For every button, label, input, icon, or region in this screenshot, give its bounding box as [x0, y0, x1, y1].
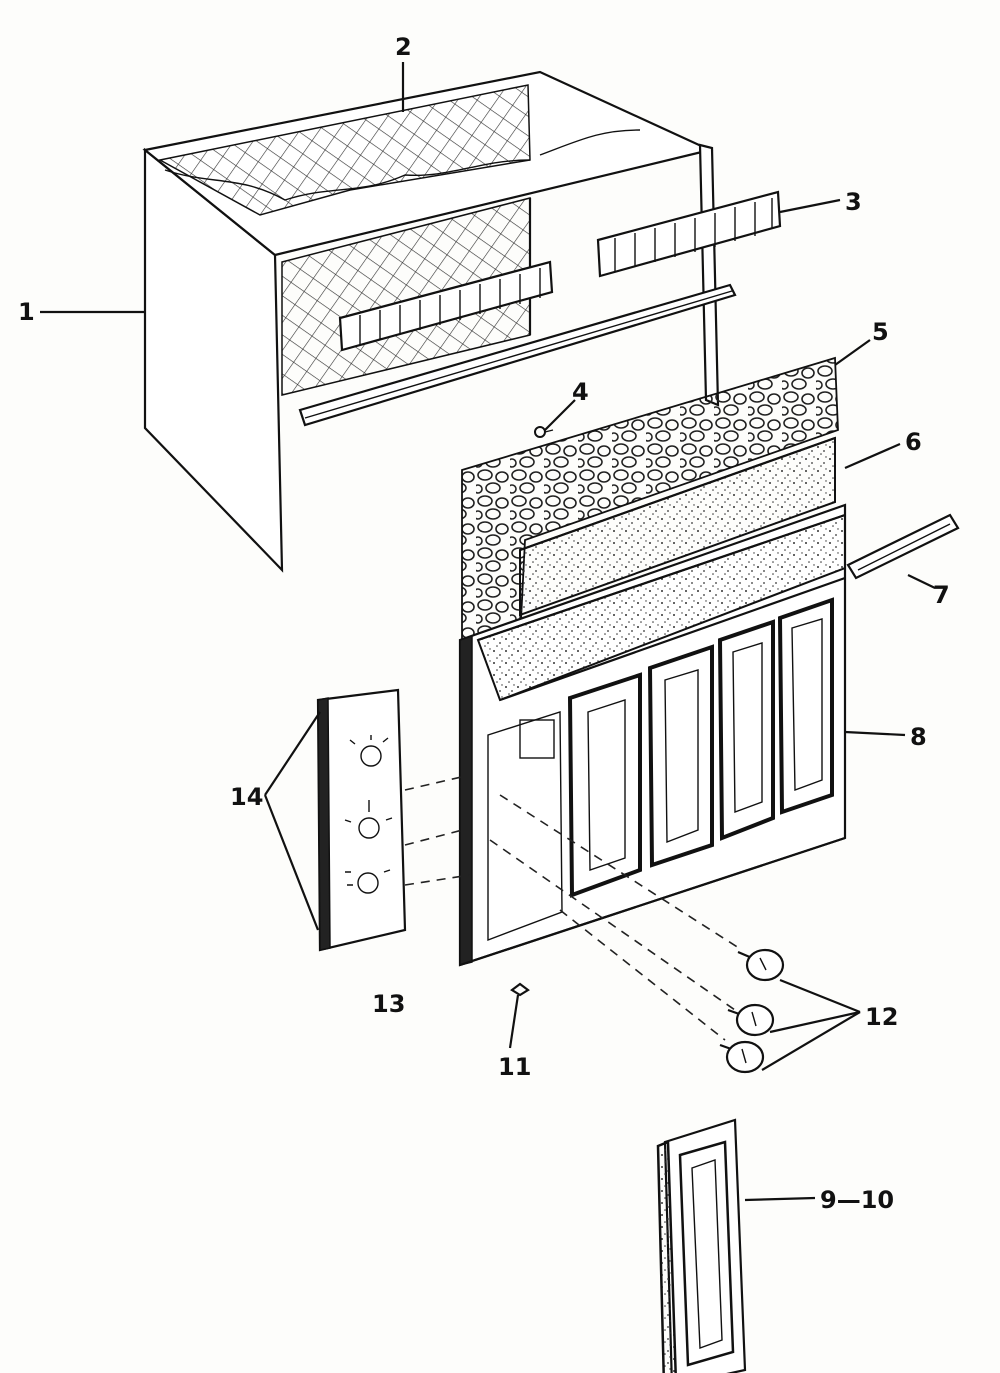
knob-1	[737, 948, 785, 982]
filter-media	[519, 436, 836, 617]
callout-1: 1	[18, 298, 35, 326]
front-grille	[458, 503, 847, 967]
leader-lines	[40, 62, 936, 1202]
callout-12: 12	[865, 1003, 898, 1031]
assembly-guide-lines	[404, 774, 743, 1041]
callout-7: 7	[933, 581, 950, 609]
door-assembly	[656, 1118, 747, 1373]
callout-14: 14	[230, 783, 263, 811]
callout-3: 3	[845, 188, 862, 216]
knob-2	[727, 1003, 775, 1037]
callout-4: 4	[572, 378, 589, 406]
cabinet-case	[142, 70, 737, 573]
callout-11: 11	[498, 1053, 531, 1081]
callout-9-10: 9—10	[820, 1186, 894, 1214]
screw-part-4	[534, 426, 554, 438]
knob-set	[719, 948, 785, 1074]
callout-8: 8	[910, 723, 927, 751]
callout-2: 2	[395, 33, 412, 61]
grille-door-3	[717, 619, 775, 841]
callout-labels: 1 2 3 4 5 6 7 8 9—10 11 12 13 14	[18, 33, 950, 1214]
louver-bracket	[596, 190, 782, 278]
support-rod	[846, 513, 960, 580]
control-knob-marker	[357, 745, 382, 894]
grille-door-1	[567, 672, 642, 898]
clip-part-11	[510, 982, 530, 997]
control-panel	[316, 688, 407, 952]
callout-5: 5	[872, 318, 889, 346]
grille-door-4	[777, 597, 834, 815]
callout-13: 13	[372, 990, 405, 1018]
knob-3	[719, 1040, 765, 1074]
grille-door-2	[647, 644, 714, 868]
callout-6: 6	[905, 428, 922, 456]
